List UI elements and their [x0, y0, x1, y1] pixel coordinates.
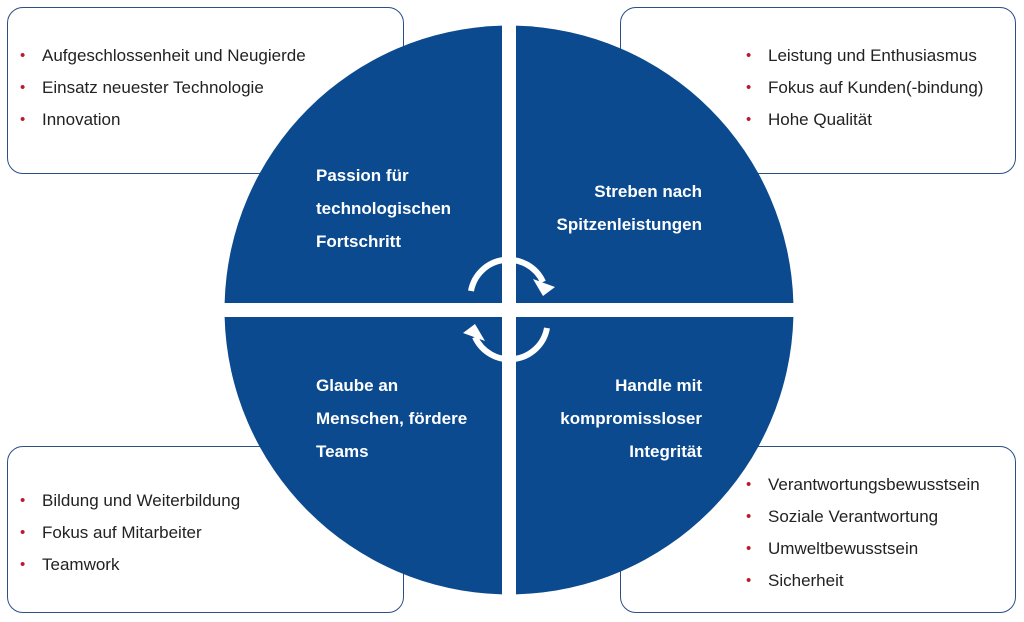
list-item: •Verantwortungsbewusstsein — [746, 469, 980, 501]
bullet-dot-icon: • — [746, 47, 752, 64]
values-list-top-right: •Leistung und Enthusiasmus •Fokus auf Ku… — [746, 40, 983, 136]
list-item: •Leistung und Enthusiasmus — [746, 40, 983, 72]
values-list-bottom-right: •Verantwortungsbewusstsein •Soziale Vera… — [746, 469, 980, 597]
list-item: •Fokus auf Mitarbeiter — [20, 517, 240, 549]
quadrant-top-left — [224, 25, 502, 303]
quadrant-top-right — [516, 25, 794, 303]
bullet-dot-icon: • — [746, 476, 752, 493]
values-list-bottom-left: •Bildung und Weiterbildung •Fokus auf Mi… — [20, 485, 240, 581]
list-item: •Innovation — [20, 104, 306, 136]
bullet-dot-icon: • — [746, 508, 752, 525]
bullet-dot-icon: • — [20, 47, 26, 64]
bullet-dot-icon: • — [20, 111, 26, 128]
bullet-dot-icon: • — [20, 492, 26, 509]
list-item: •Hohe Qualität — [746, 104, 983, 136]
bullet-dot-icon: • — [20, 79, 26, 96]
quadrant-bottom-right — [516, 317, 794, 595]
bullet-dot-icon: • — [746, 540, 752, 557]
list-item: •Fokus auf Kunden(-bindung) — [746, 72, 983, 104]
bullet-dot-icon: • — [746, 572, 752, 589]
list-item: •Aufgeschlossenheit und Neugierde — [20, 40, 306, 72]
list-item: •Soziale Verantwortung — [746, 501, 980, 533]
list-item: •Umweltbewusstsein — [746, 533, 980, 565]
bullet-dot-icon: • — [20, 524, 26, 541]
list-item: •Einsatz neuester Technologie — [20, 72, 306, 104]
values-list-top-left: •Aufgeschlossenheit und Neugierde •Einsa… — [20, 40, 306, 136]
quadrant-label-top-right: Streben nach Spitzenleistungen — [556, 182, 702, 234]
list-item: •Teamwork — [20, 549, 240, 581]
bullet-dot-icon: • — [746, 111, 752, 128]
quadrant-label-bottom-left: Glaube an Menschen, fördere Teams — [316, 376, 468, 461]
quadrant-bottom-left — [224, 317, 502, 595]
list-item: •Sicherheit — [746, 565, 980, 597]
bullet-dot-icon: • — [746, 79, 752, 96]
quadrant-label-bottom-right: Handle mit kompromissloser Integrität — [560, 376, 702, 461]
quadrant-label-top-left: Passion für technologischen Fortschritt — [316, 166, 452, 251]
list-item: •Bildung und Weiterbildung — [20, 485, 240, 517]
cycle-arrows-icon — [463, 256, 555, 363]
bullet-dot-icon: • — [20, 556, 26, 573]
